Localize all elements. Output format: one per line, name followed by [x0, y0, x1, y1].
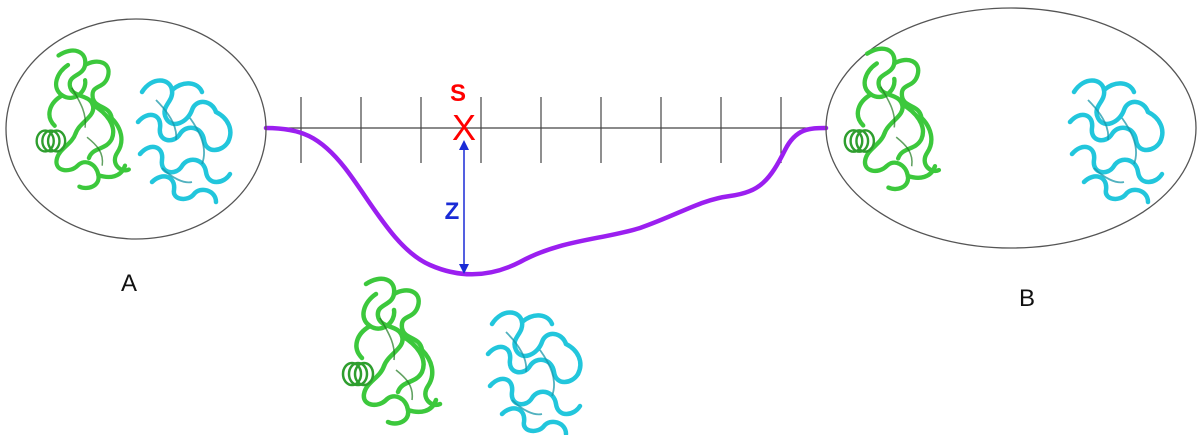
- z-label: Z: [445, 198, 460, 225]
- protein-complex-bound-icon: [37, 51, 231, 202]
- state-b-separated-proteins: [825, 7, 1197, 249]
- state-b-ellipse: [825, 7, 1197, 249]
- s-label: S: [450, 80, 466, 107]
- state-a-ellipse: [5, 18, 267, 240]
- z-distance-arrow: [459, 140, 469, 274]
- protein-complex-intermediate-icon: [343, 279, 580, 434]
- state-b-label: B: [1019, 285, 1035, 312]
- reaction-axis: [266, 97, 826, 163]
- reaction-axis-ticks: [300, 97, 782, 163]
- x-marker: X: [452, 107, 476, 148]
- binding-pathway-curve: [263, 125, 829, 277]
- protein-complex-separated-icon: [845, 49, 1163, 202]
- state-a-bound-complex: [5, 18, 267, 240]
- state-a-label: A: [121, 270, 137, 297]
